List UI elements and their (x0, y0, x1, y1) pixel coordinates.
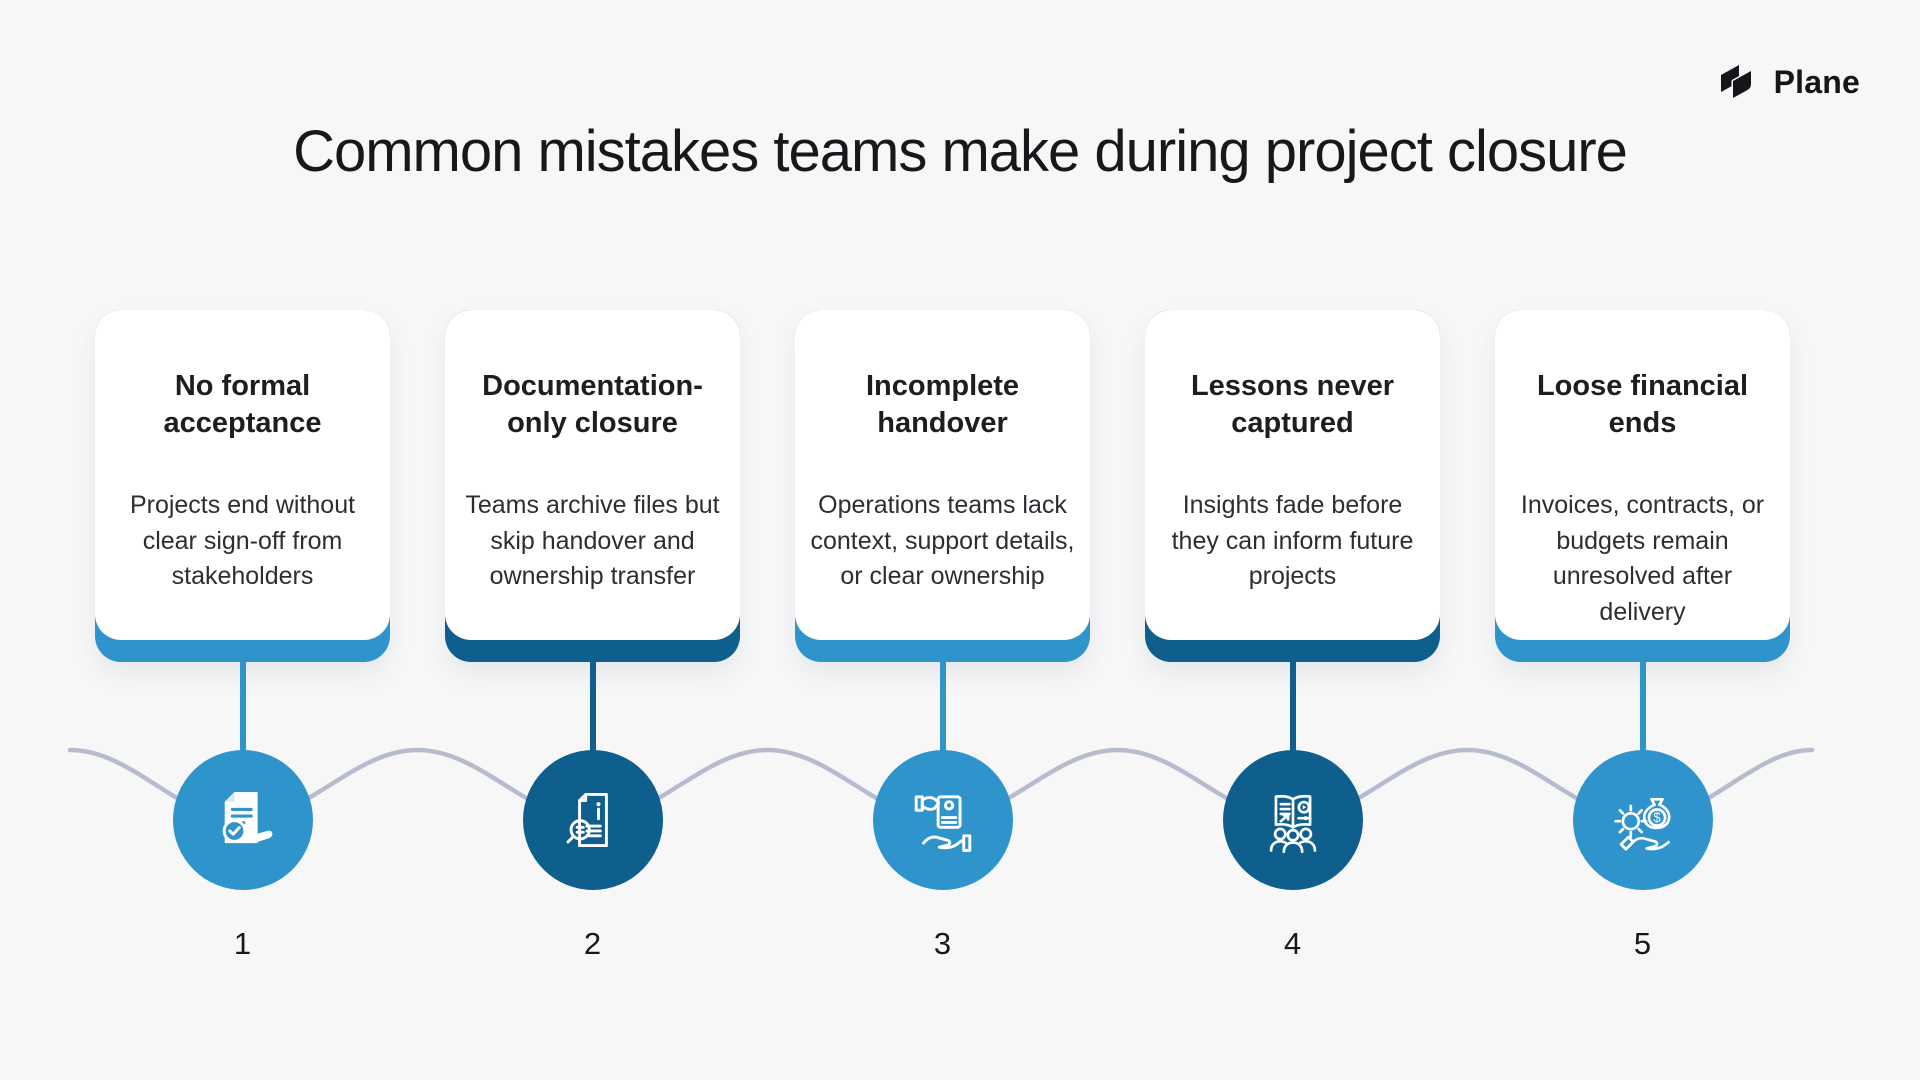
card-connector-line (239, 662, 246, 754)
step-number: 5 (1633, 926, 1652, 961)
step-circle (872, 750, 1013, 890)
plane-logo: Plane (1718, 62, 1860, 102)
card-body: Invoices, contracts, or budgets remain u… (1520, 491, 1765, 626)
document-review-icon (566, 792, 608, 848)
card-main: Incomplete handover Operations teams lac… (795, 310, 1090, 640)
card-title: Incomplete handover (865, 370, 1020, 439)
card-connector-line (939, 662, 946, 754)
card-main: Documentation-only closure Teams archive… (445, 310, 740, 640)
cards-row: No formal acceptance Projects end withou… (95, 310, 1790, 961)
step-number: 1 (233, 926, 252, 961)
card-connector-line (1639, 662, 1646, 754)
plane-logo-text: Plane (1773, 63, 1860, 100)
card-lessons-never-captured: Lessons never captured Insights fade bef… (1145, 310, 1440, 961)
card-main: Lessons never captured Insights fade bef… (1145, 310, 1440, 640)
card-no-formal-acceptance: No formal acceptance Projects end withou… (95, 310, 390, 961)
step-circle: $ (1572, 750, 1713, 890)
card-title: No formal acceptance (163, 370, 322, 439)
page-title: Common mistakes teams make during projec… (293, 119, 1628, 184)
finance-icon: $ (1613, 797, 1671, 851)
step-circle (172, 750, 313, 890)
plane-logo-icon (1720, 65, 1753, 100)
card-connector-line (589, 662, 596, 754)
card-main: No formal acceptance Projects end withou… (95, 310, 390, 640)
card-body: Projects end without clear sign-off from… (129, 491, 356, 590)
step-number: 3 (933, 926, 952, 961)
step-circle (1222, 750, 1363, 890)
card-documentation-only-closure: Documentation-only closure Teams archive… (445, 310, 740, 961)
approval-document-icon (222, 791, 272, 844)
lessons-learned-icon (1269, 794, 1316, 854)
card-loose-financial-ends: Loose financial ends Invoices, contracts… (1495, 310, 1790, 961)
card-body: Operations teams lack context, support d… (810, 491, 1075, 590)
card-incomplete-handover: Incomplete handover Operations teams lac… (795, 310, 1090, 961)
card-body: Teams archive files but skip handover an… (465, 491, 720, 590)
card-main: Loose financial ends Invoices, contracts… (1495, 310, 1790, 640)
card-connector-line (1289, 662, 1296, 754)
card-title: Loose financial ends (1536, 370, 1749, 439)
step-number: 4 (1283, 926, 1302, 961)
card-body: Insights fade before they can inform fut… (1171, 491, 1414, 590)
step-circle (522, 750, 663, 890)
card-title: Lessons never captured (1190, 370, 1395, 439)
svg-text:$: $ (1653, 810, 1661, 825)
card-title: Documentation-only closure (482, 370, 703, 439)
step-number: 2 (583, 926, 602, 961)
handover-icon (914, 795, 971, 852)
